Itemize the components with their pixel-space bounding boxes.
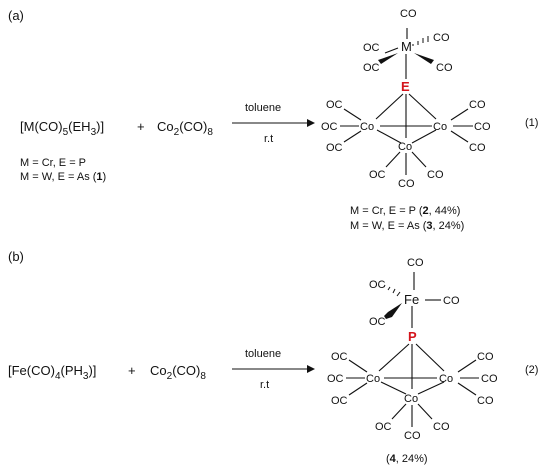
scheme-a-product: CO OC CO OC CO M E Co Co Co OC OC OC CO … <box>321 8 491 190</box>
product-a-oc-lower-left: OC <box>363 62 380 74</box>
scheme-b-label: (b) <box>8 249 24 264</box>
product-a-co-r3: CO <box>469 142 486 154</box>
scheme-a-temperature: r.t <box>264 133 273 145</box>
product-b-bridge-atom: P <box>408 329 417 344</box>
scheme-b-yield: (4, 24%) <box>386 453 428 465</box>
product-b-co-l3: OC <box>331 395 348 407</box>
product-b-cobalt-right: Co <box>439 373 453 385</box>
product-b-co-right: CO <box>443 295 460 307</box>
scheme-b-arrow-head <box>307 365 315 373</box>
scheme-a-arrow-head <box>307 119 315 127</box>
scheme-b-plus: + <box>128 363 136 378</box>
product-a-metal: M <box>401 39 412 54</box>
product-b-metal: Fe <box>404 292 419 307</box>
product-b-cobalt-bottom: Co <box>404 393 418 405</box>
product-b-co-top: CO <box>407 257 424 269</box>
scheme-a-yield-1: M = Cr, E = P (2, 44%) <box>350 205 460 217</box>
product-a-co-l2: OC <box>321 121 338 133</box>
scheme-b-temperature: r.t <box>260 379 269 391</box>
scheme-b-solvent: toluene <box>245 348 281 360</box>
scheme-b-reactant-2: Co2(CO)8 <box>150 363 206 382</box>
product-a-oc-left: OC <box>363 42 380 54</box>
product-a-cobalt-right: Co <box>433 121 447 133</box>
product-b-co-b1: OC <box>375 421 392 433</box>
equation-number-1: (1) <box>525 117 538 129</box>
scheme-a-plus: + <box>137 119 145 134</box>
scheme-b-product: CO OC CO OC Fe P Co Co Co OC OC OC CO CO… <box>327 257 498 442</box>
product-b-co-r2: CO <box>481 373 498 385</box>
product-b-co-l2: OC <box>327 373 344 385</box>
product-a-co-l3: OC <box>326 142 343 154</box>
scheme-a-solvent: toluene <box>245 102 281 114</box>
scheme-a-reactant-2: Co2(CO)8 <box>157 119 213 138</box>
product-b-co-b2: CO <box>404 430 421 442</box>
product-b-co-l1: OC <box>331 351 348 363</box>
scheme-a-yield-2: M = W, E = As (3, 24%) <box>350 220 464 232</box>
scheme-a-reactant-1: [M(CO)5(EH3)] <box>20 119 104 138</box>
product-b-co-r3: CO <box>477 395 494 407</box>
product-a-co-l1: OC <box>326 99 343 111</box>
product-a-co-b2: CO <box>398 178 415 190</box>
product-a-co-r2: CO <box>474 121 491 133</box>
product-a-co-b3: CO <box>427 169 444 181</box>
product-a-bridge-atom: E <box>401 79 410 94</box>
product-b-oc-left: OC <box>369 279 386 291</box>
scheme-a-label: (a) <box>8 8 24 23</box>
product-a-co-top: CO <box>400 8 417 20</box>
product-b-co-b3: CO <box>433 421 450 433</box>
product-a-cobalt-left: Co <box>360 121 374 133</box>
scheme-a-variant-1: M = Cr, E = P <box>20 157 86 169</box>
product-a-co-b1: OC <box>369 169 386 181</box>
product-a-co-right: CO <box>433 32 450 44</box>
product-a-co-r1: CO <box>469 99 486 111</box>
product-a-cobalt-bottom: Co <box>398 141 412 153</box>
product-a-co-lower-right: CO <box>436 62 453 74</box>
product-b-co-r1: CO <box>477 351 494 363</box>
equation-number-2: (2) <box>525 364 538 376</box>
product-b-cobalt-left: Co <box>366 373 380 385</box>
scheme-b-reactant-1: [Fe(CO)4(PH3)] <box>8 363 96 382</box>
scheme-a-variant-2: M = W, E = As (1) <box>20 171 106 183</box>
product-b-oc-lower-left: OC <box>369 316 386 328</box>
